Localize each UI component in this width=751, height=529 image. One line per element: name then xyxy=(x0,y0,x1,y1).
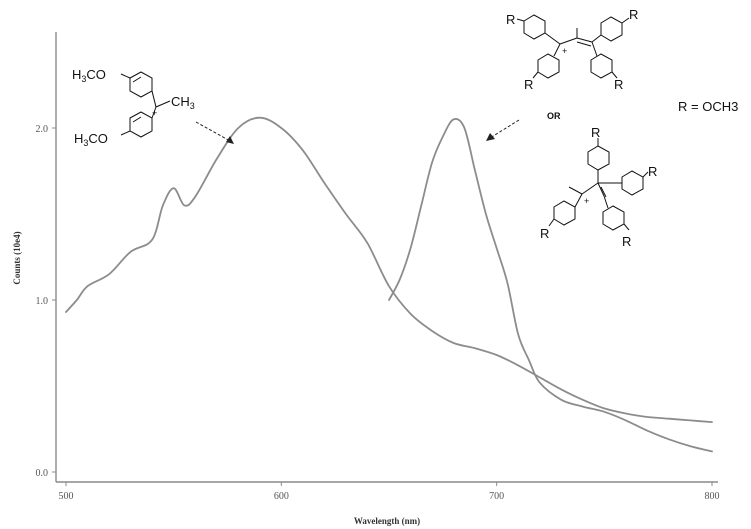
right-upper-sub-b xyxy=(621,17,630,24)
right-upper-sub-d xyxy=(611,71,618,79)
left-upper-ring-double xyxy=(132,76,142,83)
right-structure-upper: R R R R + xyxy=(506,7,638,92)
left-methyl-bond xyxy=(155,100,171,108)
right-upper-bond-5 xyxy=(553,43,561,57)
x-tick-label-1: 600 xyxy=(274,491,289,502)
right-upper-bond-3 xyxy=(576,37,593,43)
right-upper-bond-6 xyxy=(591,41,598,57)
right-lower-ring-right xyxy=(621,170,644,196)
right-lower-sub-left xyxy=(548,218,555,227)
chart-axes xyxy=(55,32,718,483)
right-upper-sub-c xyxy=(532,71,539,79)
right-arrow-line xyxy=(489,119,520,139)
right-arrow xyxy=(486,119,520,141)
x-axis-ticks: 500 600 700 800 xyxy=(59,482,720,502)
y-axis-title: Counts (10e4) xyxy=(12,231,22,284)
right-upper-ring-a xyxy=(523,14,546,40)
left-lower-methoxy-label: H3CO xyxy=(74,131,108,148)
r-definition-label: R = OCH3 xyxy=(678,99,738,114)
right-upper-bond-1 xyxy=(544,32,561,45)
x-tick-label-2: 700 xyxy=(489,491,504,502)
right-upper-bond-2 xyxy=(559,37,578,45)
left-structure-diagram: H3CO H3CO CH3 + xyxy=(72,67,234,148)
right-upper-r-d: R xyxy=(614,77,623,92)
y-tick-label-2: 2.0 xyxy=(36,124,49,135)
left-lower-ring-double xyxy=(132,116,142,123)
right-upper-sub-a xyxy=(516,18,525,22)
right-upper-r-c: R xyxy=(524,77,533,92)
y-tick-label-0: 0.0 xyxy=(36,468,49,479)
right-upper-bond-4 xyxy=(591,34,602,43)
right-lower-ring-left xyxy=(553,200,576,226)
right-lower-bond-6 xyxy=(603,195,609,209)
left-arrow-head xyxy=(226,136,234,144)
right-upper-r-b: R xyxy=(629,7,638,22)
right-arrow-head xyxy=(486,133,495,141)
right-lower-double-bond xyxy=(600,186,607,198)
left-arrow-line xyxy=(195,121,233,143)
left-lower-link-bond xyxy=(151,106,157,119)
right-lower-charge: + xyxy=(584,196,589,206)
right-lower-r-left: R xyxy=(540,226,549,241)
right-lower-ring-top xyxy=(587,145,610,171)
left-lower-ring xyxy=(129,111,153,138)
left-upper-methoxy-bond xyxy=(120,73,131,79)
left-upper-methoxy-label: H3CO xyxy=(72,67,106,84)
right-upper-ring-c xyxy=(537,53,560,79)
left-upper-ring xyxy=(129,71,153,98)
left-lower-methoxy-bond xyxy=(120,130,131,136)
right-upper-ring-d xyxy=(590,53,613,79)
right-structure-lower: R R R R + xyxy=(540,125,657,249)
left-upper-link-bond xyxy=(151,90,157,108)
right-lower-bond-5 xyxy=(574,193,583,208)
right-lower-methyl xyxy=(568,186,583,195)
or-label: OR xyxy=(547,111,561,121)
x-tick-label-0: 500 xyxy=(59,491,74,502)
right-upper-double-bond xyxy=(576,41,592,47)
y-axis-ticks: 0.0 1.0 2.0 xyxy=(36,124,56,479)
x-axis-title: Wavelength (nm) xyxy=(354,516,420,526)
right-lower-bond-3 xyxy=(581,182,599,195)
right-lower-r-right: R xyxy=(648,164,657,179)
y-tick-label-1: 1.0 xyxy=(36,296,49,307)
right-lower-ring-bottom xyxy=(602,205,625,231)
right-upper-ring-b xyxy=(600,16,623,42)
right-lower-bond-4 xyxy=(597,182,605,197)
right-lower-sub-bottom xyxy=(623,223,630,231)
x-tick-label-3: 800 xyxy=(705,491,720,502)
right-lower-r-top: R xyxy=(591,125,600,140)
right-lower-r-bottom: R xyxy=(622,234,631,249)
series-lines xyxy=(65,116,713,453)
right-upper-r-a: R xyxy=(506,12,515,27)
series-line-0 xyxy=(65,116,713,423)
right-lower-sub-right xyxy=(642,171,649,178)
left-charge-label: + xyxy=(152,108,157,118)
right-upper-charge: + xyxy=(562,46,567,56)
series-line-1 xyxy=(388,118,713,453)
left-methyl-label: CH3 xyxy=(171,94,195,111)
